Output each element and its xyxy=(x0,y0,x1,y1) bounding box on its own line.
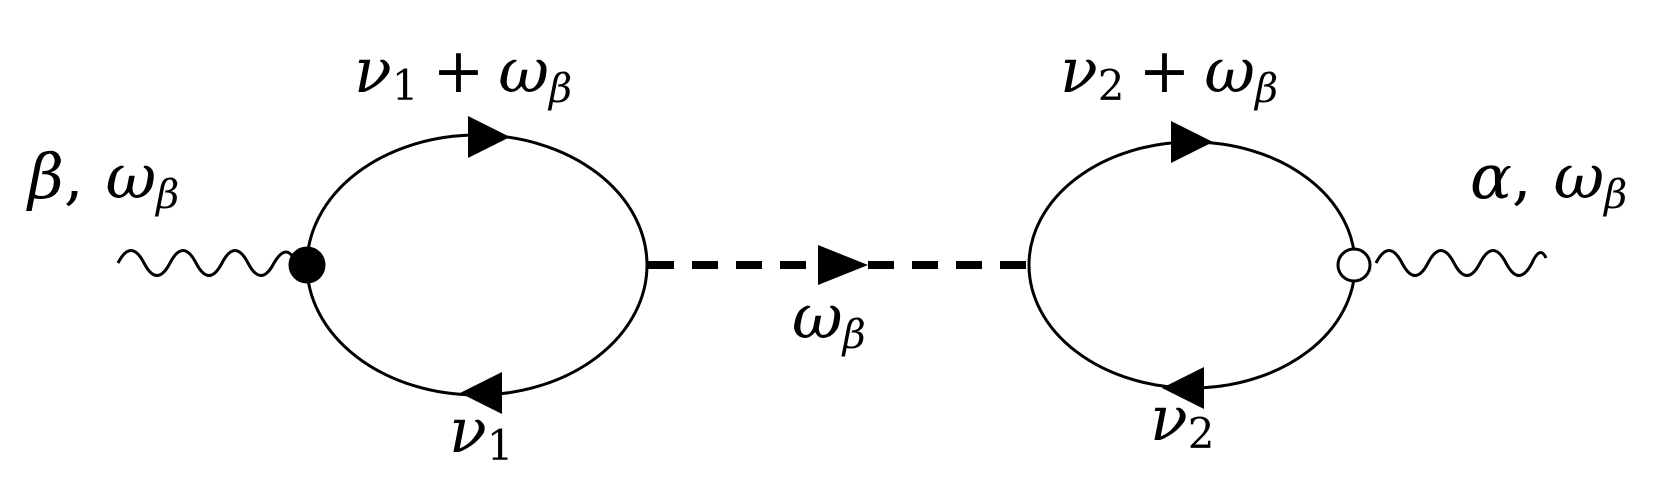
label-right-external: α,ωβ xyxy=(1470,140,1627,218)
right-fermion-loop xyxy=(1027,140,1357,390)
right-loop-bottom-arrow-icon xyxy=(1162,367,1204,409)
label-right-loop-top: ν2+ωβ xyxy=(1060,34,1278,112)
right-loop-top-arrow-icon xyxy=(1171,121,1213,163)
right-wavy-photon-line xyxy=(1374,249,1548,277)
left-loop-top-arrow-icon xyxy=(468,116,510,158)
right-vertex-open xyxy=(1336,247,1372,283)
label-right-loop-bottom: ν2 xyxy=(1150,382,1214,458)
label-dashed-line: ωβ xyxy=(792,280,866,358)
label-left-loop-top: ν1+ωβ xyxy=(354,34,572,112)
left-loop-bottom-arrow-icon xyxy=(460,372,502,414)
label-left-external: β,ωβ xyxy=(26,140,179,218)
dashed-line-arrow-icon xyxy=(818,245,868,285)
left-fermion-loop xyxy=(305,133,649,397)
left-wavy-photon-line xyxy=(116,249,298,277)
label-left-loop-bottom: ν1 xyxy=(449,394,513,470)
left-vertex-filled xyxy=(288,246,326,284)
